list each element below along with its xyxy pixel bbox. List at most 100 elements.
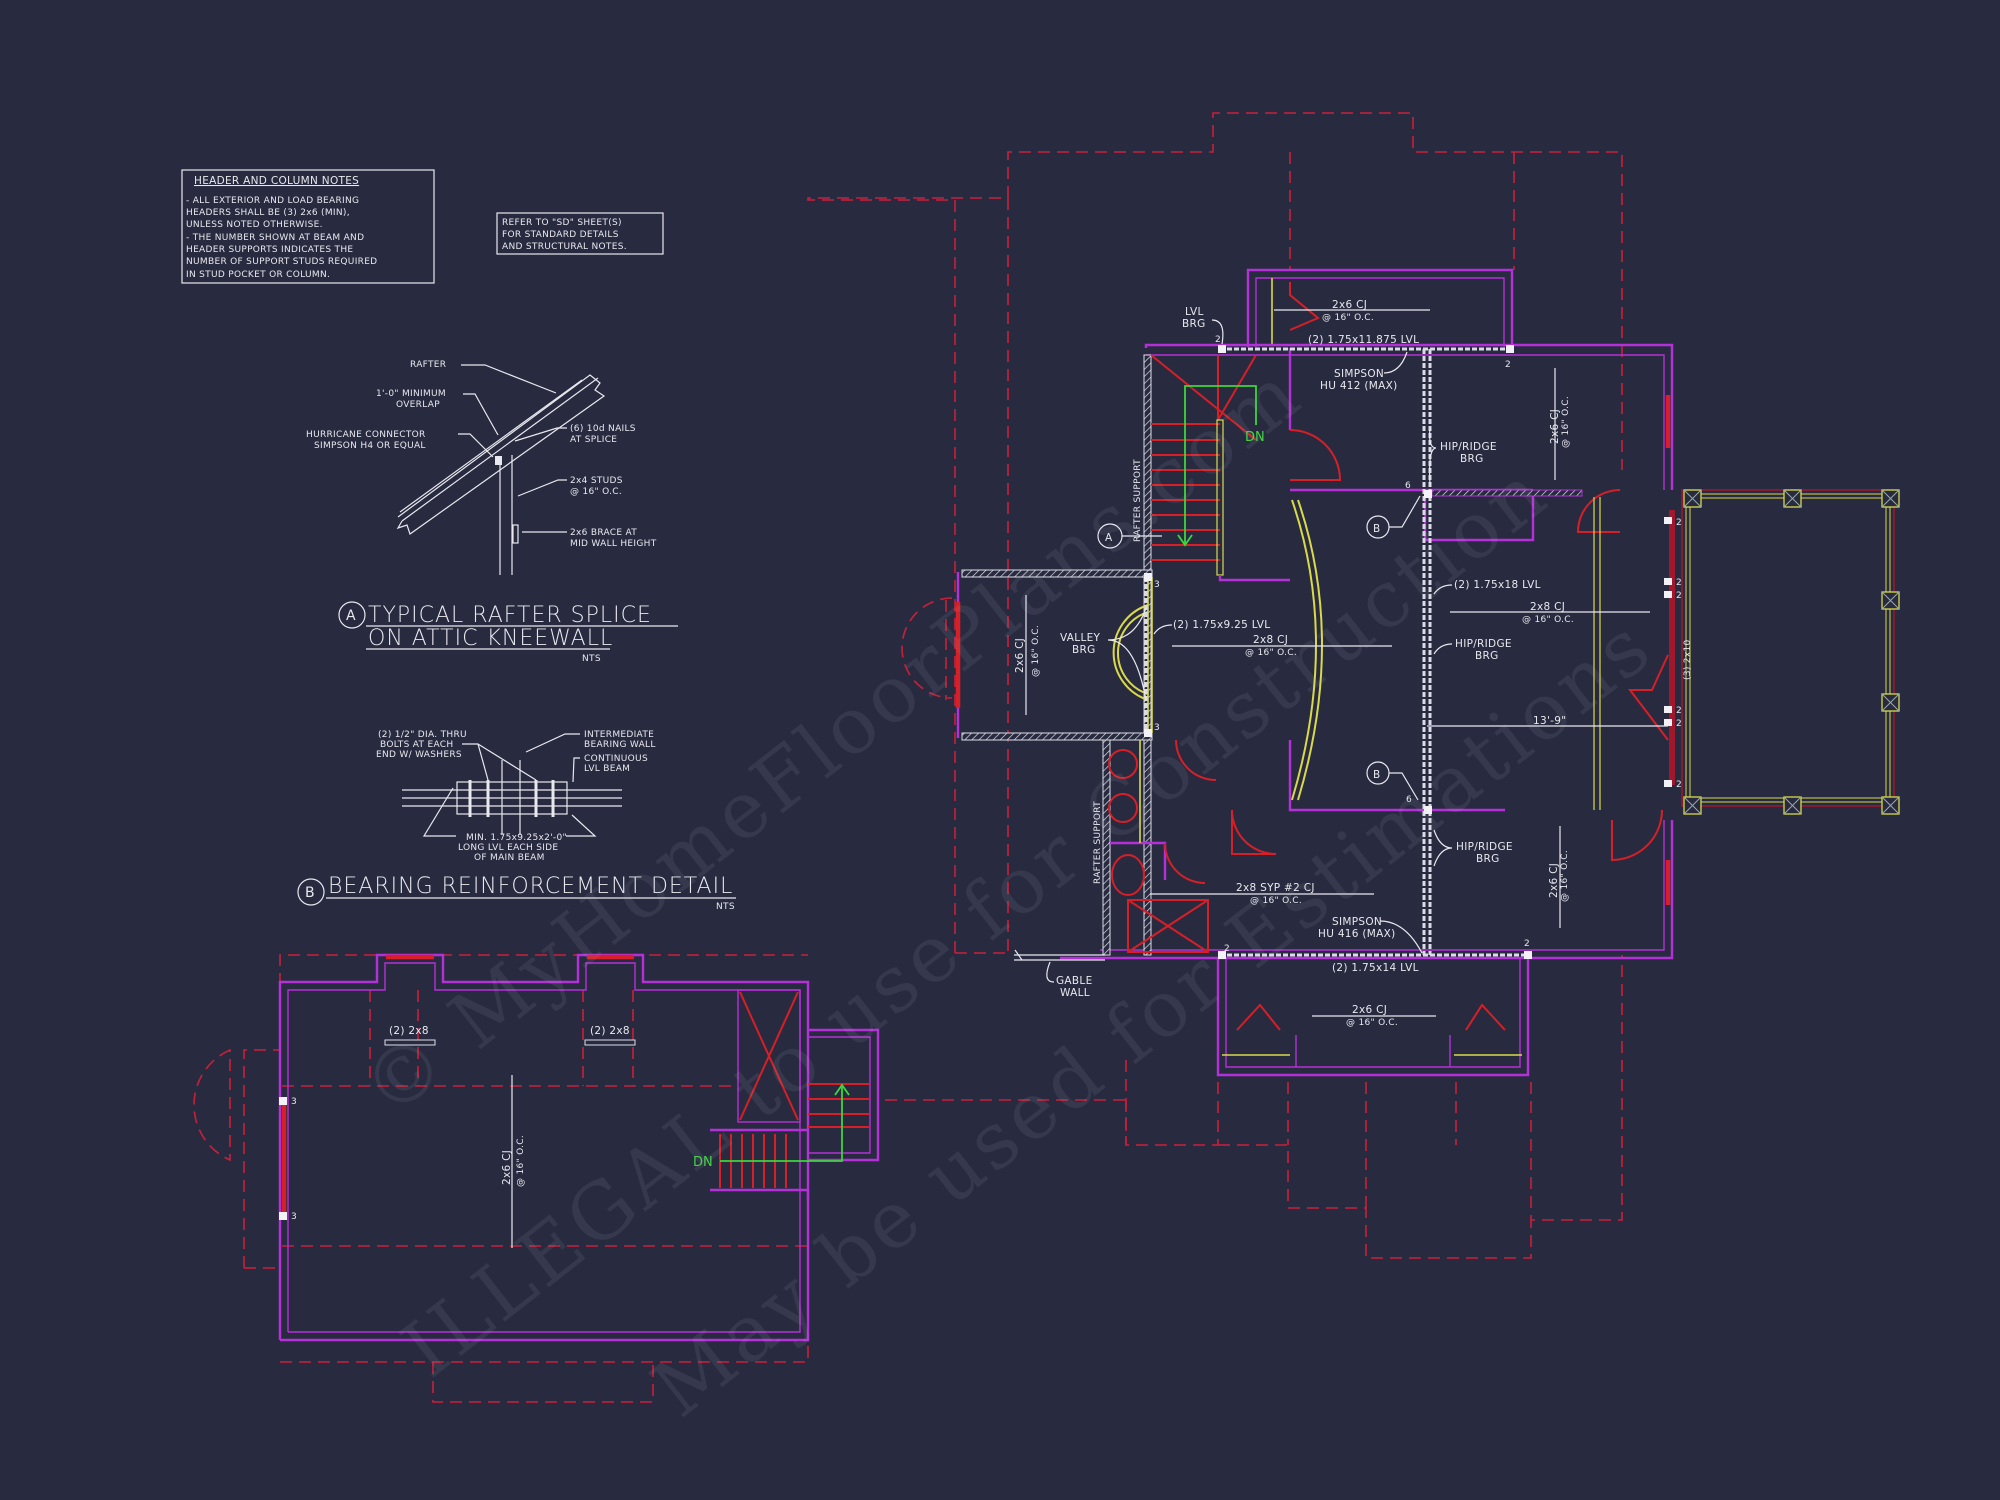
detail-b-marker: B [305, 885, 315, 901]
joist-label: 2x8 CJ [1530, 601, 1565, 613]
joist-label: 2x8 CJ [1253, 634, 1288, 646]
note-line: IN STUD POCKET OR COLUMN. [186, 270, 330, 280]
detail-a-title: TYPICAL RAFTER SPLICE [368, 603, 652, 628]
beam-label: (2) 1.75x18 LVL [1454, 579, 1541, 591]
joist-spacing: @ 16" O.C. [1322, 313, 1374, 323]
joist-spacing: @ 16" O.C. [1522, 615, 1574, 625]
callout-overlap: OVERLAP [396, 400, 440, 410]
callout-bolts: END W/ WASHERS [376, 750, 462, 760]
note-line: HEADER SUPPORTS INDICATES THE [186, 245, 353, 255]
valley-brg-label: BRG [1072, 644, 1096, 656]
callout-brace: 2x6 BRACE AT [570, 528, 637, 538]
callout-nails: (6) 10d NAILS [570, 424, 636, 434]
note-line: HEADERS SHALL BE (3) 2x6 (MIN), [186, 208, 350, 218]
hip-ridge-label: BRG [1476, 853, 1500, 865]
rafter-support-label: RAFTER SUPPORT [1093, 801, 1103, 884]
stud-count: 3 [291, 1097, 297, 1107]
detail-b-callout[interactable]: B [1373, 769, 1381, 781]
callout-hurricane: HURRICANE CONNECTOR [306, 430, 426, 440]
stud-count: 6 [1405, 481, 1411, 491]
joist-spacing: @ 16" O.C. [1560, 850, 1570, 902]
callout-brace: MID WALL HEIGHT [570, 539, 657, 549]
callout-bolts: BOLTS AT EACH [380, 740, 453, 750]
hip-ridge-label: HIP/RIDGE [1456, 841, 1513, 853]
callout-hurricane: SIMPSON H4 OR EQUAL [314, 441, 426, 451]
detail-b-callout[interactable]: B [1373, 523, 1381, 535]
stud-count: 3 [291, 1212, 297, 1222]
hanger-label: HU 416 (MAX) [1318, 928, 1396, 940]
detail-b-marker-circle [297, 878, 325, 906]
upper-floor-plan: DN [955, 268, 1900, 1077]
callout-min-lvl: LONG LVL EACH SIDE [458, 843, 558, 853]
rafter-support-label: RAFTER SUPPORT [1133, 459, 1143, 542]
joist-spacing: @ 16" O.C. [1561, 396, 1571, 448]
detail-a-rafter-splice: RAFTER 1'-0" MINIMUM OVERLAP HURRICANE C… [306, 360, 678, 664]
joist-spacing: @ 16" O.C. [1250, 896, 1302, 906]
stud-count: 2 [1505, 360, 1511, 370]
detail-a-title: ON ATTIC KNEEWALL [368, 626, 613, 651]
hanger-label: HU 412 (MAX) [1320, 380, 1398, 392]
callout-bolts: (2) 1/2" DIA. THRU [378, 730, 467, 740]
joist-label: 2x6 CJ [1014, 638, 1026, 673]
upper-plan-annotations: LVL BRG 2 2x6 CJ @ 16" O.C. (2) 1.75x11.… [1014, 299, 1693, 1028]
stud-count: 2 [1224, 944, 1230, 954]
notes-title: HEADER AND COLUMN NOTES [194, 175, 359, 187]
joist-label: 2x6 CJ [501, 1150, 513, 1185]
callout-overlap: 1'-0" MINIMUM [376, 389, 446, 399]
note-line: AND STRUCTURAL NOTES. [502, 242, 627, 252]
header-label: (2) 2x8 [590, 1025, 630, 1037]
stud-count: 3 [1154, 580, 1160, 590]
roof-outline-upper [807, 112, 1623, 1259]
callout-bearing-wall: INTERMEDIATE [584, 730, 654, 740]
thru-bolts [468, 780, 555, 817]
callout-studs: @ 16" O.C. [570, 487, 622, 497]
valley-brg-label: VALLEY [1060, 632, 1101, 644]
note-line: UNLESS NOTED OTHERWISE. [186, 220, 323, 230]
detail-a-marker-circle [338, 601, 366, 629]
detail-b-scale: NTS [716, 902, 735, 912]
joist-label: 2x6 CJ [1548, 863, 1560, 898]
stair-down-label: DN [693, 1155, 713, 1170]
header-label: (2) 2x8 [389, 1025, 429, 1037]
lvl-brg-label: LVL [1185, 306, 1204, 318]
stud-count: 2 [1215, 335, 1221, 345]
stud-count: 2 [1676, 719, 1682, 729]
hip-ridge-label: BRG [1475, 650, 1499, 662]
callout-lvl-beam: CONTINUOUS [584, 754, 648, 764]
callout-rafter: RAFTER [410, 360, 446, 370]
refer-sd-note: REFER TO "SD" SHEET(S) FOR STANDARD DETA… [496, 212, 664, 255]
detail-a-marker: A [346, 608, 356, 624]
joist-spacing: @ 16" O.C. [1346, 1018, 1398, 1028]
note-line: NUMBER OF SUPPORT STUDS REQUIRED [186, 257, 377, 267]
detail-b-title: BEARING REINFORCEMENT DETAIL [328, 874, 733, 899]
beam-label: (2) 1.75x14 LVL [1332, 962, 1419, 974]
detail-b-bearing-reinforcement: (2) 1/2" DIA. THRU BOLTS AT EACH END W/ … [297, 730, 736, 912]
stud-count: 3 [1154, 723, 1160, 733]
callout-studs: 2x4 STUDS [570, 476, 623, 486]
detail-a-scale: NTS [582, 654, 601, 664]
attic-floor-plan: DN (2) 2x8 (2) 2x8 3 3 2x6 CJ @ 16" O.C. [193, 953, 1127, 1403]
stud-count: 2 [1676, 706, 1682, 716]
joist-label: 2x6 CJ [1352, 1004, 1387, 1016]
header-column-notes: HEADER AND COLUMN NOTES - ALL EXTERIOR A… [181, 169, 435, 284]
porch-posts [1683, 489, 1900, 815]
hanger-label: SIMPSON [1332, 916, 1382, 928]
dimension-label: 13'-9" [1533, 715, 1566, 727]
stud-count: 2 [1524, 939, 1530, 949]
callout-bearing-wall: BEARING WALL [584, 740, 656, 750]
stud-count: 6 [1406, 795, 1412, 805]
stair-down-label: DN [1245, 430, 1265, 445]
beam-label: (2) 1.75x9.25 LVL [1173, 619, 1270, 631]
callout-min-lvl: OF MAIN BEAM [474, 853, 545, 863]
stud-count: 2 [1676, 518, 1682, 528]
hip-ridge-label: HIP/RIDGE [1455, 638, 1512, 650]
stud-count: 2 [1676, 591, 1682, 601]
gable-wall-label: WALL [1060, 987, 1090, 999]
gable-wall-label: GABLE [1056, 975, 1093, 987]
note-line: FOR STANDARD DETAILS [502, 230, 619, 240]
joist-spacing: @ 16" O.C. [1245, 648, 1297, 658]
detail-a-callout[interactable]: A [1105, 532, 1113, 544]
joist-label: 2x8 SYP #2 CJ [1236, 882, 1315, 894]
callout-min-lvl: MIN. 1.75x9.25x2'-0" [466, 833, 567, 843]
